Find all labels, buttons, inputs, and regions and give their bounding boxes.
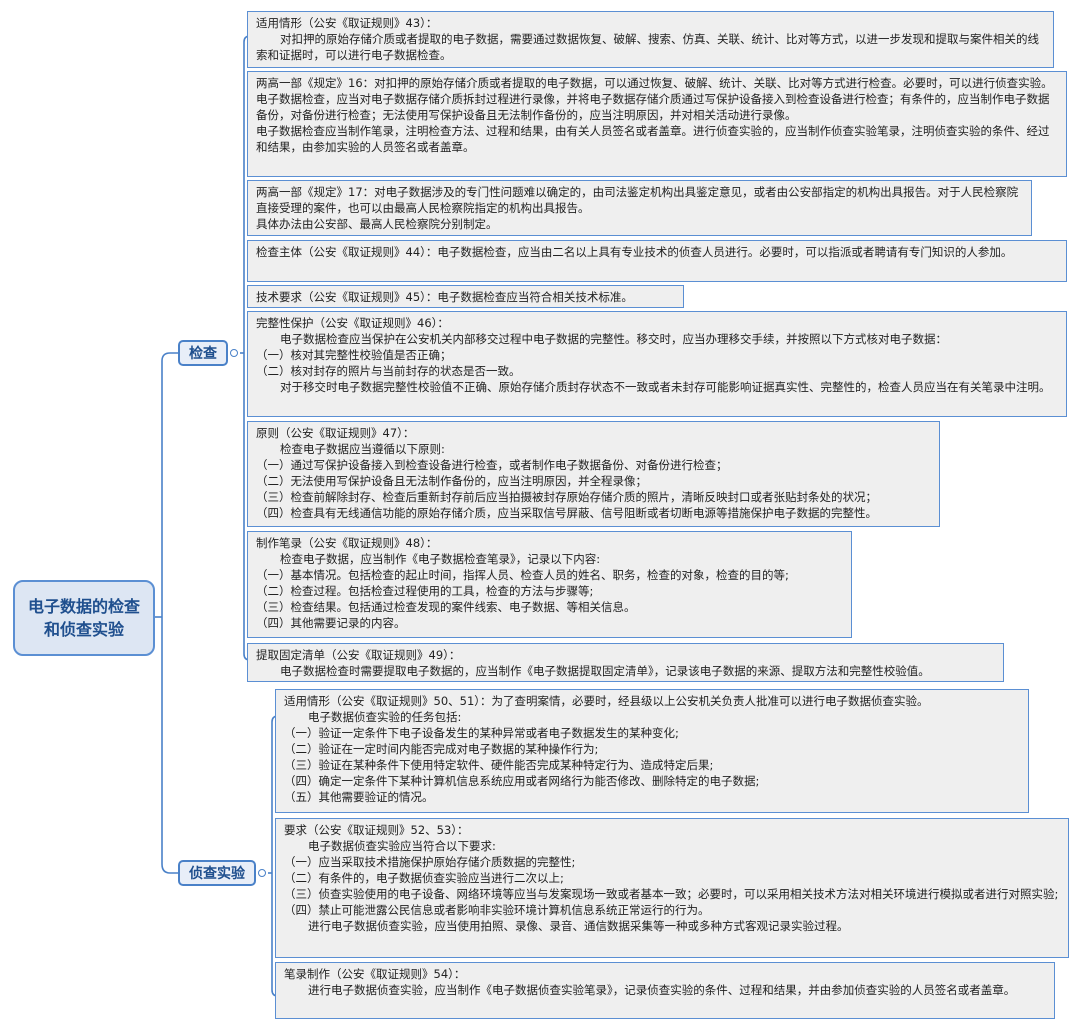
leaf-inspection-record[interactable]: 制作笔录（公安《取证规则》48）： 检查电子数据，应当制作《电子数据检查笔录》，记… [247, 531, 852, 638]
leaf-text-line: （一）核对其完整性校验值是否正确； [256, 348, 452, 362]
leaf-inspection-technical[interactable]: 技术要求（公安《取证规则》45）：电子数据检查应当符合相关技术标准。 [247, 285, 684, 308]
leaf-text-line: （三）验证在某种条件下使用特定软件、硬件能否完成某种特定行为、造成特定后果; [284, 758, 714, 772]
collapse-toggle-icon[interactable] [230, 349, 238, 357]
leaf-text-line: 进行电子数据侦查实验，应当制作《电子数据侦查实验笔录》，记录侦查实验的条件、过程… [308, 983, 1016, 997]
leaf-text-line: （四）确定一定条件下某种计算机信息系统应用或者网络行为能否修改、删除特定的电子数… [284, 774, 760, 788]
branch-experiment[interactable]: 侦查实验 [178, 860, 256, 886]
leaf-experiment-scope[interactable]: 适用情形（公安《取证规则》50、51）：为了查明案情，必要时，经县级以上公安机关… [275, 689, 1029, 813]
branch-label: 检查 [189, 346, 217, 362]
leaf-text-line: 检查主体（公安《取证规则》44）：电子数据检查，应当由二名以上具有专业技术的侦查… [256, 245, 1013, 259]
leaf-text-line: （一）应当采取技术措施保护原始存储介质数据的完整性; [284, 855, 576, 869]
leaf-inspection-scope[interactable]: 适用情形（公安《取证规则》43）： 对扣押的原始存储介质或者提取的电子数据，需要通… [247, 11, 1054, 68]
leaf-text-line: （二）检查过程。包括检查过程使用的工具，检查的方法与步骤等; [256, 584, 594, 598]
leaf-text-line: （四）禁止可能泄露公民信息或者影响非实验环境计算机信息系统正常运行的行为。 [284, 903, 710, 917]
leaf-text-line: （四）其他需要记录的内容。 [256, 616, 406, 630]
branch-label: 侦查实验 [189, 866, 245, 882]
leaf-text-line: 两高一部《规定》16：对扣押的原始存储介质或者提取的电子数据，可以通过恢复、破解… [256, 76, 1053, 90]
leaf-text-line: 进行电子数据侦查实验，应当使用拍照、录像、录音、通信数据采集等一种或多种方式客观… [308, 919, 849, 933]
leaf-text-line: 要求（公安《取证规则》52、53）： [284, 823, 469, 837]
leaf-text-line: 电子数据检查应当保护在公安机关内部移交过程中电子数据的完整性。移交时，应当办理移… [280, 332, 947, 346]
root-topic[interactable]: 电子数据的检查和侦查实验 [13, 580, 155, 656]
leaf-text-line: 电子数据侦查实验的任务包括: [308, 710, 462, 724]
leaf-text-line: 制作笔录（公安《取证规则》48）： [256, 536, 438, 550]
leaf-text-line: 技术要求（公安《取证规则》45）：电子数据检查应当符合相关技术标准。 [256, 290, 633, 304]
leaf-text-line: 检查电子数据，应当制作《电子数据检查笔录》，记录以下内容: [280, 552, 601, 566]
leaf-inspection-extraction-list[interactable]: 提取固定清单（公安《取证规则》49）： 电子数据检查时需要提取电子数据的，应当制作… [247, 643, 1004, 682]
leaf-text-line: （一）验证一定条件下电子设备发生的某种异常或者电子数据发生的某种变化; [284, 726, 679, 740]
branch-inspection[interactable]: 检查 [178, 340, 228, 366]
leaf-text-line: 适用情形（公安《取证规则》50、51）：为了查明案情，必要时，经县级以上公安机关… [284, 694, 929, 708]
leaf-text-line: （四）检查具有无线通信功能的原始存储介质，应当采取信号屏蔽、信号阻断或者切断电源… [256, 506, 877, 520]
leaf-text-line: 对于移交时电子数据完整性校验值不正确、原始存储介质封存状态不一致或者未封存可能影… [280, 380, 1051, 394]
leaf-text-line: 完整性保护（公安《取证规则》46）： [256, 316, 449, 330]
leaf-text-line: （一）通过写保护设备接入到检查设备进行检查，或者制作电子数据备份、对备份进行检查… [256, 458, 728, 472]
leaf-text-line: 笔录制作（公安《取证规则》54）： [284, 967, 466, 981]
leaf-inspection-regulation-16[interactable]: 两高一部《规定》16：对扣押的原始存储介质或者提取的电子数据，可以通过恢复、破解… [247, 71, 1067, 177]
leaf-text-line: 两高一部《规定》17：对电子数据涉及的专门性问题难以确定的，由司法鉴定机构出具鉴… [256, 185, 1019, 215]
leaf-text-line: （二）无法使用写保护设备且无法制作备份的，应当注明原因，并全程录像； [256, 474, 647, 488]
leaf-inspection-integrity[interactable]: 完整性保护（公安《取证规则》46）： 电子数据检查应当保护在公安机关内部移交过程中… [247, 311, 1067, 417]
leaf-text-line: 适用情形（公安《取证规则》43）： [256, 16, 438, 30]
leaf-text-line: 检查电子数据应当遵循以下原则: [280, 442, 445, 456]
leaf-text-line: （三）检查前解除封存、检查后重新封存前后应当拍摄被封存原始存储介质的照片，清晰反… [256, 490, 877, 504]
leaf-text-line: 电子数据检查应当制作笔录，注明检查方法、过程和结果，由有关人员签名或者盖章。进行… [256, 124, 1050, 154]
leaf-experiment-record[interactable]: 笔录制作（公安《取证规则》54）： 进行电子数据侦查实验，应当制作《电子数据侦查实… [275, 962, 1055, 1019]
leaf-inspection-principles[interactable]: 原则（公安《取证规则》47）： 检查电子数据应当遵循以下原则: （一）通过写保护设备… [247, 421, 940, 527]
leaf-text-line: （三）检查结果。包括通过检查发现的案件线索、电子数据、等相关信息。 [256, 600, 636, 614]
leaf-text-line: 电子数据检查，应当对电子数据存储介质拆封过程进行录像，并将电子数据存储介质通过写… [256, 92, 1050, 122]
leaf-text-line: 电子数据侦查实验应当符合以下要求: [308, 839, 496, 853]
collapse-toggle-icon[interactable] [258, 869, 266, 877]
leaf-text-line: 原则（公安《取证规则》47）： [256, 426, 415, 440]
leaf-inspection-subject[interactable]: 检查主体（公安《取证规则》44）：电子数据检查，应当由二名以上具有专业技术的侦查… [247, 240, 1067, 282]
leaf-text-line: 对扣押的原始存储介质或者提取的电子数据，需要通过数据恢复、破解、搜索、仿真、关联… [256, 32, 1039, 62]
leaf-experiment-requirements[interactable]: 要求（公安《取证规则》52、53）： 电子数据侦查实验应当符合以下要求: （一）应当… [275, 818, 1069, 958]
leaf-text-line: （三）侦查实验使用的电子设备、网络环境等应当与发案现场一致或者基本一致；必要时，… [284, 887, 1059, 901]
leaf-inspection-regulation-17[interactable]: 两高一部《规定》17：对电子数据涉及的专门性问题难以确定的，由司法鉴定机构出具鉴… [247, 180, 1032, 236]
leaf-text-line: 提取固定清单（公安《取证规则》49）： [256, 648, 461, 662]
leaf-text-line: 电子数据检查时需要提取电子数据的，应当制作《电子数据提取固定清单》，记录该电子数… [280, 664, 930, 678]
leaf-text-line: 具体办法由公安部、最高人民检察院分别制定。 [256, 217, 498, 231]
leaf-text-line: （二）验证在一定时间内能否完成对电子数据的某种操作行为; [284, 742, 599, 756]
leaf-text-line: （五）其他需要验证的情况。 [284, 790, 434, 804]
leaf-text-line: （二）核对封存的照片与当前封存的状态是否一致。 [256, 364, 521, 378]
leaf-text-line: （二）有条件的，电子数据侦查实验应当进行二次以上; [284, 871, 564, 885]
leaf-text-line: （一）基本情况。包括检查的起止时间，指挥人员、检查人员的姓名、职务，检查的对象，… [256, 568, 789, 582]
root-title: 电子数据的检查和侦查实验 [27, 597, 140, 639]
